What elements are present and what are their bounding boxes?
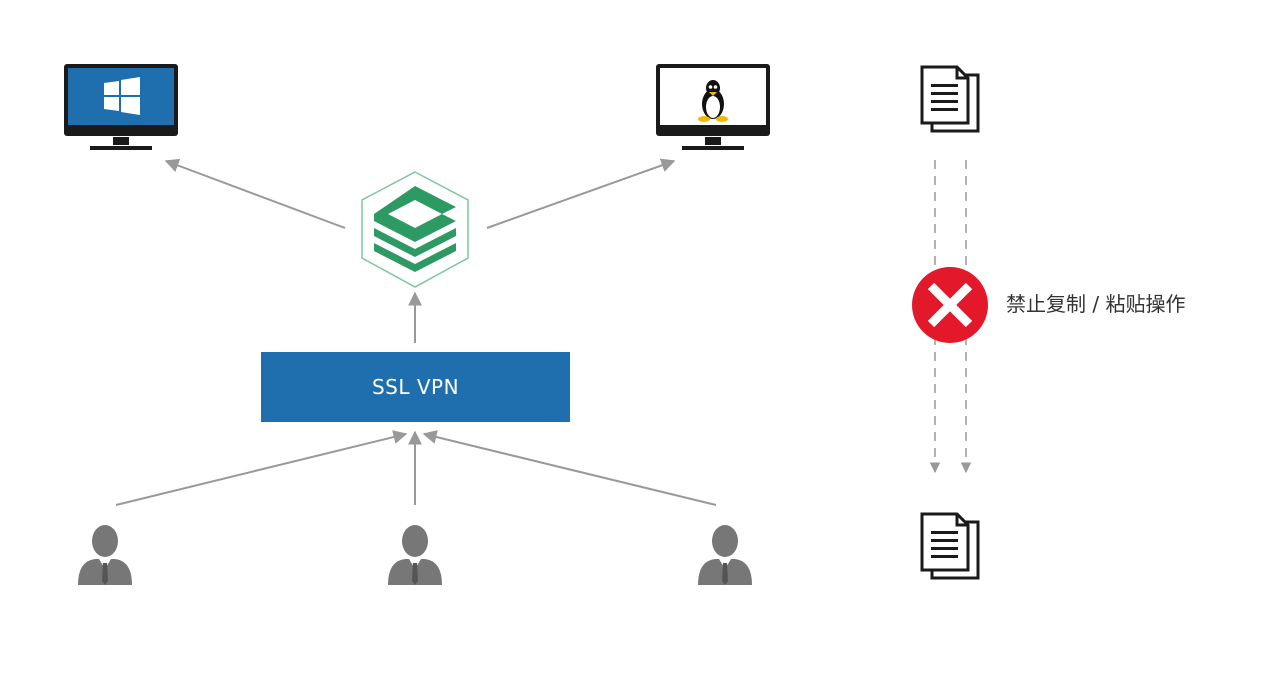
document-icon	[920, 512, 980, 580]
user-icon	[78, 525, 132, 585]
arrow-user-right-to-vpn	[422, 430, 717, 506]
arrow-to-linux	[486, 158, 676, 229]
ssl-vpn-gateway: SSL VPN	[261, 352, 570, 422]
blocked-x-icon	[912, 267, 988, 343]
tux-penguin-icon	[698, 80, 728, 122]
linux-desktop-icon	[656, 64, 770, 150]
user-icon	[388, 525, 442, 585]
user-icon	[698, 525, 752, 585]
arrow-to-windows	[164, 158, 346, 229]
ssl-vpn-label: SSL VPN	[371, 375, 460, 399]
copy-paste-blocked-label: 禁止复制 / 粘贴操作	[1006, 292, 1186, 316]
document-icon	[920, 65, 980, 133]
bastion-host-icon	[361, 171, 469, 288]
windows-desktop-icon	[64, 64, 178, 150]
windows-logo-icon	[104, 77, 140, 115]
arrow-user-left-to-vpn	[115, 430, 408, 506]
